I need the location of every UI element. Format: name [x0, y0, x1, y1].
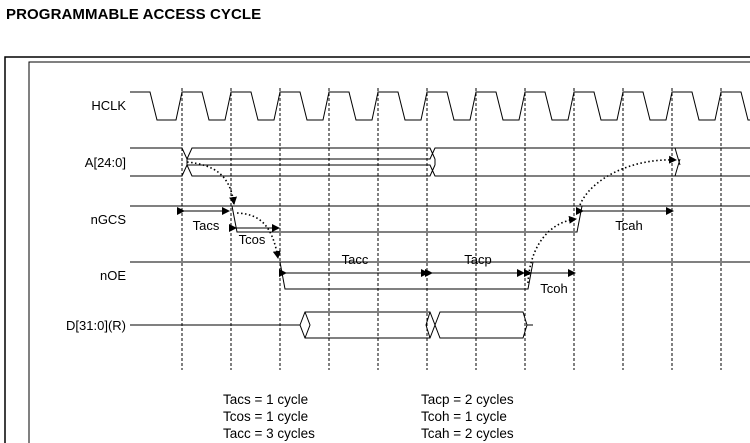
- legend-item: Tcoh = 1 cycle: [421, 409, 507, 424]
- legend-item: Tcah = 2 cycles: [421, 426, 514, 441]
- tcoh-label: Tcoh: [540, 281, 567, 296]
- legend-item: Tcos = 1 cycle: [223, 409, 309, 424]
- causality-arrows: [186, 155, 677, 284]
- ngcs-label: nGCS: [91, 212, 127, 227]
- data-label: D[31:0](R): [66, 318, 126, 333]
- tacc-label: Tacc: [342, 252, 369, 267]
- legend-item: Tacs = 1 cycle: [223, 392, 309, 407]
- page-title: PROGRAMMABLE ACCESS CYCLE: [6, 6, 262, 23]
- noe-waveform: [130, 261, 750, 290]
- tcah-label: Tcah: [615, 218, 642, 233]
- addr-waveform: [130, 147, 750, 177]
- hclk-waveform: [130, 91, 750, 121]
- addr-label: A[24:0]: [85, 155, 126, 170]
- tacp-label: Tacp: [464, 252, 491, 267]
- ngcs-waveform: [130, 205, 750, 233]
- tcos-label: Tcos: [239, 232, 266, 247]
- legend-item: Tacc = 3 cycles: [223, 426, 315, 441]
- outer-frame: [4, 56, 750, 443]
- legend-item: Tacp = 2 cycles: [421, 392, 514, 407]
- cycle-reference-lines: [181, 88, 722, 370]
- data-waveform: [130, 311, 533, 339]
- hclk-label: HCLK: [91, 98, 126, 113]
- noe-label: nOE: [100, 268, 126, 283]
- tacs-label: Tacs: [193, 218, 220, 233]
- inner-frame: [28, 61, 750, 443]
- timing-dimension-arrows: [177, 207, 674, 277]
